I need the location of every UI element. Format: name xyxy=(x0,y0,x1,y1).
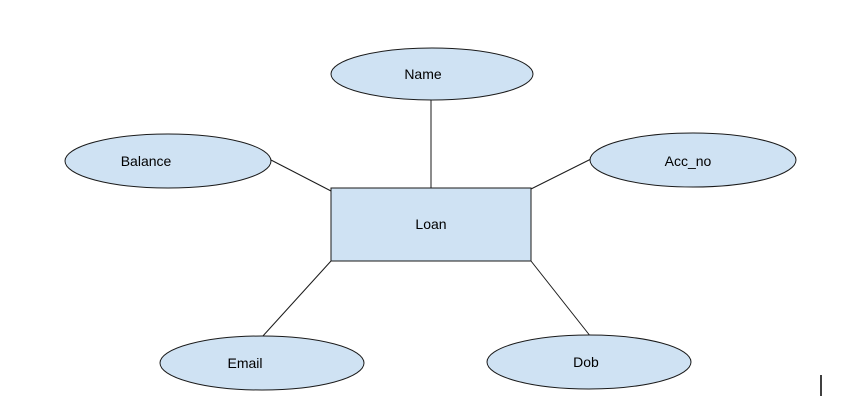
attribute-acc-no[interactable]: Acc_no xyxy=(589,132,797,188)
connector-dob xyxy=(530,260,592,338)
attribute-label: Balance xyxy=(121,153,172,169)
attribute-label: Name xyxy=(404,66,442,82)
attribute-ellipse xyxy=(486,334,692,390)
entity-box xyxy=(330,187,532,262)
attribute-ellipse xyxy=(64,133,272,189)
attribute-label: Acc_no xyxy=(665,153,712,169)
attribute-ellipse xyxy=(589,132,797,188)
connector-acc-no xyxy=(530,157,594,190)
entity-label: Loan xyxy=(415,216,446,232)
attribute-email[interactable]: Email xyxy=(159,335,365,391)
attribute-balance[interactable]: Balance xyxy=(64,133,272,189)
connector-email xyxy=(261,260,332,338)
attribute-label: Email xyxy=(227,355,262,371)
attribute-label: Dob xyxy=(573,354,599,370)
entity-loan[interactable]: Loan xyxy=(330,187,532,262)
attribute-ellipse xyxy=(330,47,534,101)
connector-balance xyxy=(270,159,332,192)
attribute-ellipse xyxy=(159,335,365,391)
attribute-name[interactable]: Name xyxy=(330,47,534,101)
attribute-dob[interactable]: Dob xyxy=(486,334,692,390)
